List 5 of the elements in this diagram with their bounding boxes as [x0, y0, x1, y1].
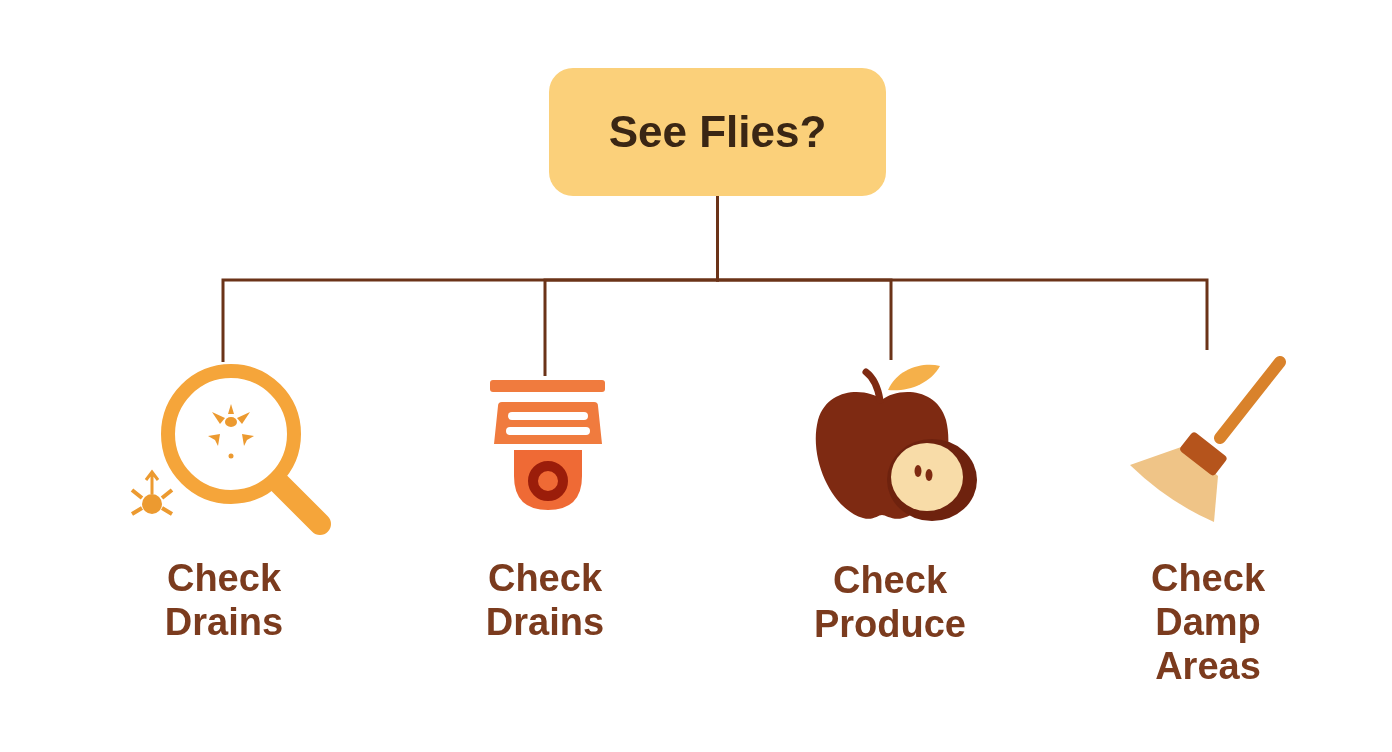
node-caption: Check Drains — [163, 556, 285, 644]
node-caption: Check Produce — [812, 558, 967, 646]
node-caption: Check Damp Areas — [1149, 556, 1267, 688]
question-box: See Flies? — [549, 68, 886, 196]
node-caption: Check Drains — [484, 556, 606, 644]
